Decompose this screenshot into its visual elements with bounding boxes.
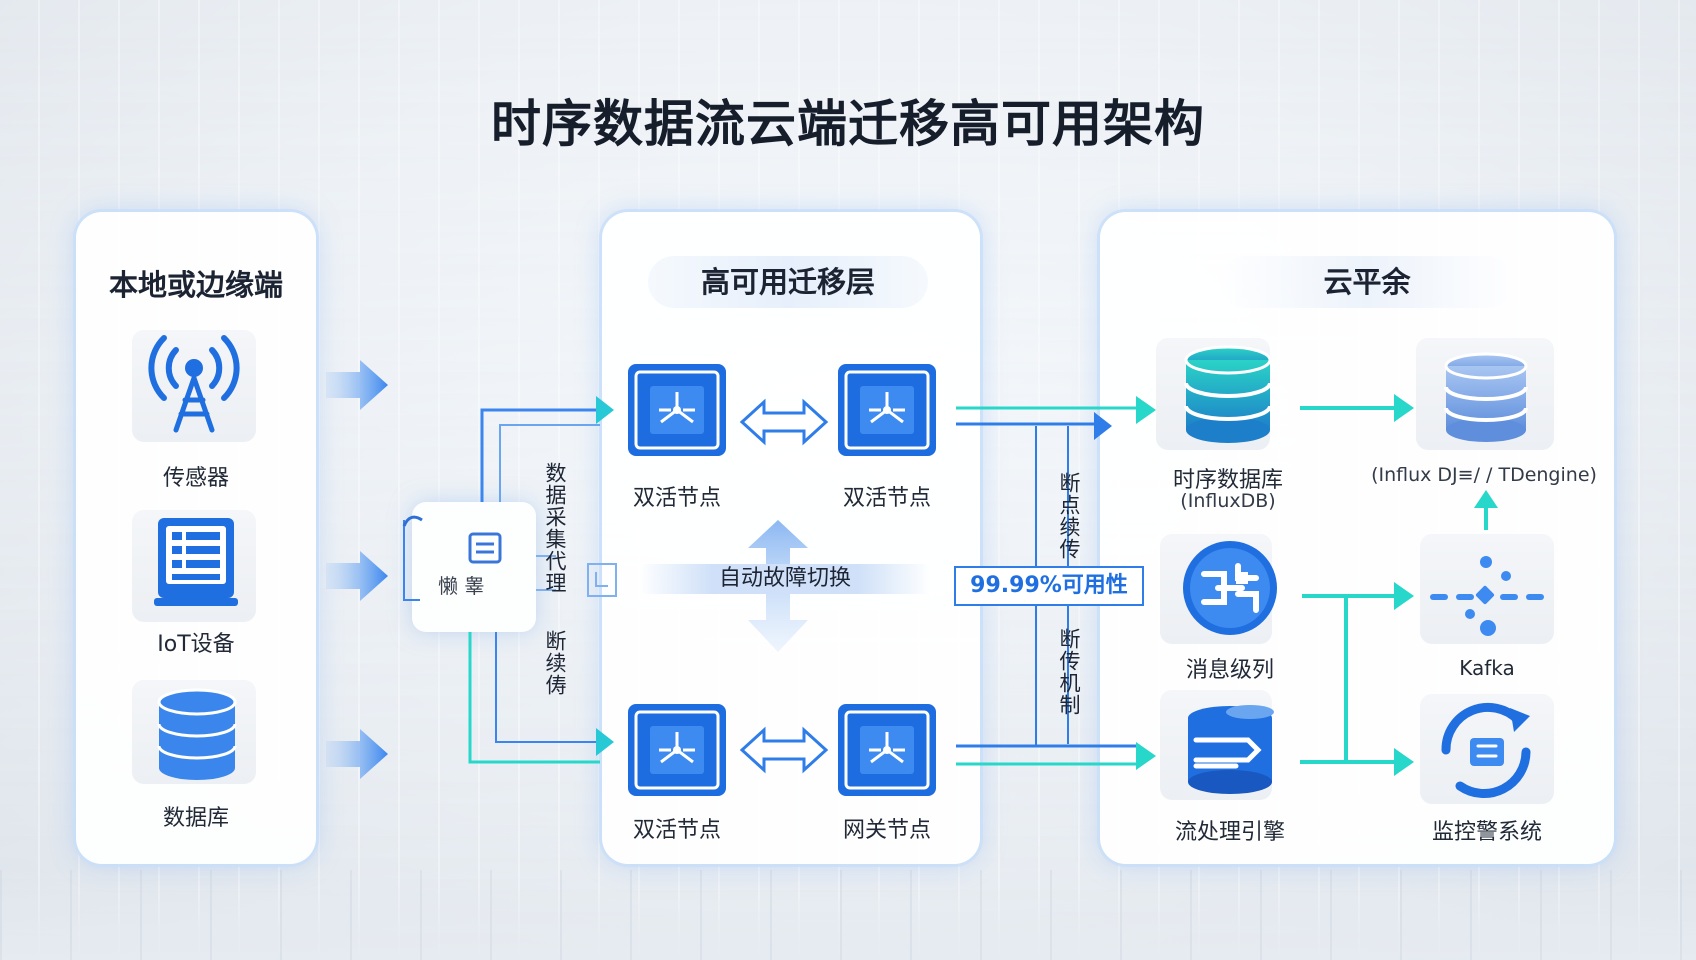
influx-db-icon — [1444, 352, 1528, 442]
agent-vertical-top: 数据采集代理 — [543, 462, 567, 594]
agent-card — [412, 502, 536, 632]
agent-card-text: 懒 睾 — [438, 574, 485, 598]
sync-arrow-bottom — [739, 726, 829, 774]
local-title: 本地或边缘端 — [108, 268, 283, 302]
tsdb-icon — [1184, 345, 1272, 443]
message-queue-icon — [1183, 541, 1277, 635]
ingest-arrow-3 — [326, 729, 388, 779]
database-icon — [157, 688, 237, 780]
iot-label: IoT设备 — [157, 632, 235, 657]
node-icon-4 — [838, 704, 936, 796]
kafka-label: Kafka — [1459, 656, 1515, 680]
tsdb-label: 时序数据库 — [1172, 468, 1283, 493]
agent-vertical-bottom: 断续俦 — [543, 630, 567, 696]
stream-engine-icon — [1188, 705, 1274, 794]
failover-label: 自动故障切换 — [640, 564, 930, 594]
ingest-arrow-1 — [326, 360, 388, 410]
node-label-2: 双活节点 — [842, 486, 931, 511]
link-vertical-top: 断点续传 — [1057, 472, 1081, 560]
cloud-internal-arrows — [1300, 394, 1498, 776]
ingest-arrow-2 — [326, 551, 388, 601]
influx-label: (Influx DJ≡/ / TDengine) — [1371, 464, 1597, 486]
background-floor — [0, 870, 1696, 960]
kafka-icon — [1430, 556, 1544, 636]
sync-arrow-top — [739, 398, 829, 446]
stream-label: 流处理引擎 — [1174, 820, 1285, 845]
agent-connectors — [403, 396, 617, 764]
sensor-label: 传感器 — [162, 466, 229, 491]
mq-label: 消息级列 — [1185, 658, 1274, 683]
availability-badge: 99.99%可用性 — [954, 566, 1144, 606]
monitor-icon — [1441, 702, 1531, 799]
node-icon-2 — [838, 364, 936, 456]
node-icon-3 — [628, 704, 726, 796]
iot-device-icon — [154, 518, 238, 606]
node-icon-1 — [628, 364, 726, 456]
tsdb-sub-label: (InfluxDB) — [1180, 490, 1276, 512]
ha-title: 高可用迁移层 — [648, 256, 928, 308]
node-label-1: 双活节点 — [632, 486, 721, 511]
node-label-4: 网关节点 — [842, 818, 931, 843]
node-label-3: 双活节点 — [632, 818, 721, 843]
database-label: 数据库 — [162, 806, 229, 831]
link-vertical-bottom: 断传机制 — [1057, 628, 1081, 716]
cloud-title: 云平余 — [1220, 256, 1514, 308]
monitor-label: 监控警系统 — [1431, 820, 1542, 845]
agent-icon — [402, 515, 502, 564]
page-title: 时序数据流云端迁移高可用架构 — [491, 95, 1205, 153]
antenna-icon — [148, 335, 240, 433]
